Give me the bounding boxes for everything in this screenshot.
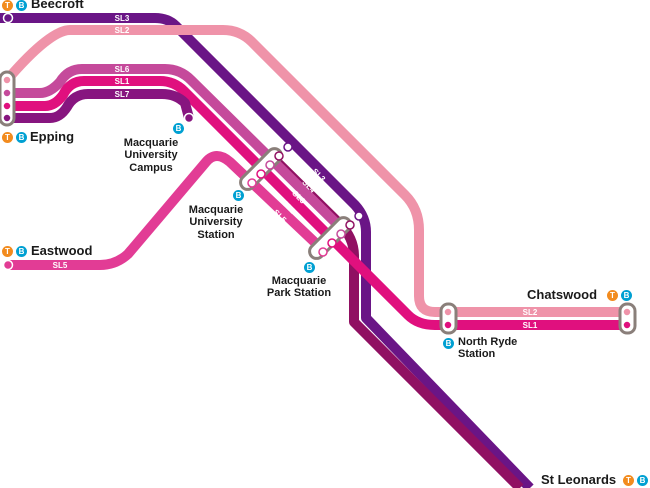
station-label-north-ryde-station[interactable]: North Ryde Station: [458, 336, 517, 361]
bus-icon: B: [16, 0, 27, 11]
eastwood-stop[interactable]: [2, 259, 14, 271]
station-label-eastwood[interactable]: Eastwood: [31, 243, 93, 258]
route-label-sl1-chatswood: SL1: [523, 321, 538, 330]
chatswood-stop-sl1[interactable]: [622, 320, 632, 330]
train-icon: T: [623, 475, 634, 486]
station-label-line: University: [124, 149, 178, 162]
macquarie-park-station-stop-sl4[interactable]: [345, 220, 355, 230]
macquarie-university-station-stop-sl1[interactable]: [256, 169, 266, 179]
station-label-beecroft[interactable]: Beecroft: [31, 0, 84, 11]
macquarie-university-station-stop-sl6[interactable]: [265, 160, 275, 170]
station-label-epping[interactable]: Epping: [30, 129, 75, 144]
route-line-sl6[interactable]: [7, 64, 346, 233]
epping-stop-sl7[interactable]: [2, 113, 12, 123]
route-line-sl7[interactable]: [7, 89, 194, 123]
station-label-line: Macquarie: [188, 204, 244, 216]
station-label-line: Station: [197, 228, 235, 241]
route-label-sl2: SL2: [115, 26, 130, 35]
epping-interchange[interactable]: [0, 70, 16, 127]
station-label-line: University: [189, 216, 243, 229]
route-label-sl5-eastwood: SL5: [53, 261, 68, 270]
macquarie-park-station-stop-sl3[interactable]: [354, 211, 364, 221]
train-icon: T: [2, 0, 13, 11]
macquarie-park-station-stop-sl6[interactable]: [336, 229, 346, 239]
epping-stop-sl1[interactable]: [2, 101, 12, 111]
route-line-sl2[interactable]: [3, 25, 628, 317]
bus-icon: B: [304, 262, 315, 273]
route-label-sl2-chatswood: SL2: [523, 308, 538, 317]
bus-icon: B: [16, 246, 27, 257]
macquarie-university-campus-stop[interactable]: [183, 112, 195, 124]
north-ryde-stop-sl1[interactable]: [443, 320, 453, 330]
beecroft-stop[interactable]: [2, 12, 14, 24]
station-label-macquarie-university-station[interactable]: Macquarie University Station: [181, 204, 251, 241]
bus-icon: B: [443, 338, 454, 349]
station-label-line: North Ryde: [458, 336, 518, 348]
route-line-sl5[interactable]: [7, 151, 329, 270]
north-ryde-stop-sl2[interactable]: [443, 307, 453, 317]
route-label-sl6: SL6: [115, 65, 130, 74]
macquarie-university-station-stop-sl3[interactable]: [283, 142, 293, 152]
bus-icon: B: [233, 190, 244, 201]
station-label-line: Park Station: [266, 287, 332, 300]
station-label-line: Macquarie: [123, 137, 179, 149]
station-label-chatswood[interactable]: Chatswood: [527, 287, 598, 302]
bus-icon: B: [16, 132, 27, 143]
station-label-line: Station: [458, 348, 496, 361]
station-label-macquarie-park-station[interactable]: Macquarie Park Station: [258, 275, 340, 300]
station-label-line: Campus: [129, 161, 173, 174]
route-label-sl1: SL1: [115, 77, 130, 86]
route-line-sl1[interactable]: [7, 76, 628, 330]
macquarie-university-station-stop-sl5[interactable]: [247, 178, 257, 188]
route-label-sl7: SL7: [115, 90, 130, 99]
route-label-sl3: SL3: [115, 14, 130, 23]
macquarie-park-station-stop-sl5[interactable]: [318, 247, 328, 257]
route-line-sl3[interactable]: [0, 13, 534, 488]
train-icon: T: [607, 290, 618, 301]
train-icon: T: [2, 132, 13, 143]
macquarie-university-station-stop-sl4[interactable]: [274, 151, 284, 161]
bus-icon: B: [637, 475, 648, 486]
station-label-line: Macquarie: [271, 275, 327, 287]
macquarie-park-station-stop-sl1[interactable]: [327, 238, 337, 248]
station-label-st-leonards[interactable]: St Leonards: [541, 472, 617, 487]
chatswood-stop-sl2[interactable]: [622, 307, 632, 317]
train-icon: T: [2, 246, 13, 257]
epping-stop-sl2[interactable]: [2, 75, 12, 85]
bus-icon: B: [173, 123, 184, 134]
station-label-macquarie-university-campus[interactable]: Macquarie University Campus: [118, 137, 184, 174]
bus-icon: B: [621, 290, 632, 301]
epping-stop-sl6[interactable]: [2, 88, 12, 98]
